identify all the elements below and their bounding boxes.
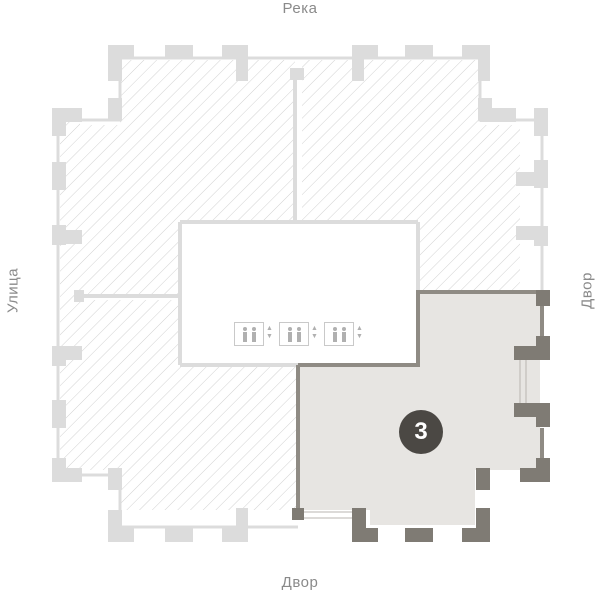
elevator-icon	[234, 322, 264, 346]
elevator-icon	[324, 322, 354, 346]
apartment-3-windows	[304, 360, 527, 519]
orientation-left-label: Улица	[4, 267, 22, 314]
wall-piers	[52, 45, 548, 542]
arrow-updown-icon: ▲▼	[311, 325, 318, 340]
elevator-group: ▲▼ ▲▼ ▲▼	[234, 322, 364, 348]
apartment-3-piers	[292, 290, 550, 542]
orientation-bottom-label: Двор	[281, 574, 319, 591]
apartment-number: 3	[414, 418, 428, 445]
elevator-icon	[279, 322, 309, 346]
apartment-number-badge[interactable]: 3	[399, 410, 443, 454]
orientation-top-label: Река	[282, 0, 318, 17]
apartment-3[interactable]	[298, 292, 540, 525]
hatched-area	[60, 60, 520, 510]
arrow-updown-icon: ▲▼	[356, 325, 363, 340]
arrow-updown-icon: ▲▼	[266, 325, 273, 340]
core-walls	[80, 80, 420, 367]
orientation-right-label: Двор	[578, 272, 596, 309]
